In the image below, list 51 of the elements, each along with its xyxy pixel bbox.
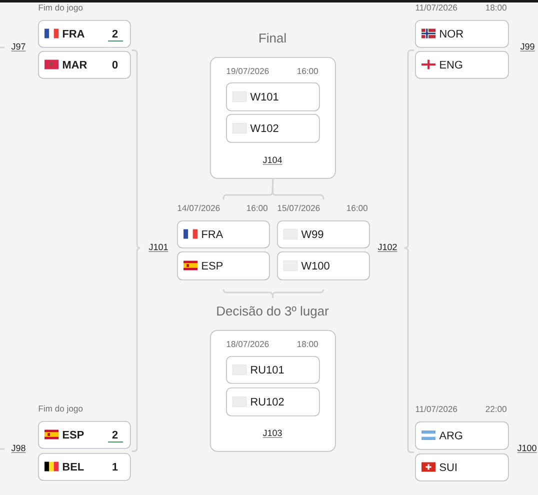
- team-box: W101: [226, 82, 320, 112]
- node-label: 16:00: [298, 68, 318, 74]
- time-label: 22:00: [486, 406, 506, 412]
- team-box: MAR 0: [38, 51, 131, 79]
- match-code: J98: [11, 444, 26, 453]
- node-label: 2: [112, 30, 118, 38]
- date-label: 11/07/2026: [416, 4, 458, 11]
- team-box: ENG: [415, 51, 509, 79]
- section-heading: Decisão do 3º lugar: [217, 306, 329, 318]
- node-label: 1: [112, 462, 118, 470]
- status-label: Fim do jogo: [38, 405, 83, 414]
- team-box: NOR: [415, 20, 509, 48]
- bracket-line: [0, 448, 5, 450]
- match-code: J99: [520, 43, 535, 52]
- team-box: RU102: [226, 388, 320, 416]
- team-box: BEL 1: [38, 453, 131, 481]
- team-box: ARG: [415, 422, 509, 450]
- time-label: 16:00: [347, 205, 368, 212]
- match-code: J97: [11, 43, 26, 52]
- bracket-line: [272, 288, 324, 298]
- team-box: ESP 2: [38, 421, 131, 449]
- bracket-line: [132, 247, 141, 452]
- match-code: J102: [378, 244, 398, 252]
- time-label: 18:00: [486, 4, 506, 11]
- node-label: 19/07/2026: [226, 68, 269, 74]
- time-label: 16:00: [247, 205, 268, 212]
- bracket-line: [272, 178, 324, 200]
- match-code: J100: [517, 444, 537, 453]
- team-box: ESP: [177, 251, 270, 280]
- node-label: 18:00: [298, 341, 318, 348]
- team-box: W100: [277, 251, 370, 280]
- node-label: 18/07/2026: [226, 340, 269, 348]
- team-box: FRA: [177, 220, 270, 248]
- team-box: W102: [226, 114, 320, 143]
- date-label: 14/07/2026: [178, 204, 220, 212]
- team-box: RU101: [226, 356, 320, 384]
- node-label: J104: [262, 156, 282, 164]
- node-label: ESP: [62, 430, 84, 439]
- section-heading: Final: [260, 33, 286, 43]
- team-box: FRA 2: [38, 20, 131, 48]
- node-label: J103: [262, 430, 282, 436]
- match-code: J101: [148, 244, 168, 252]
- team-box: W99: [277, 220, 370, 248]
- node-label: 2: [112, 430, 118, 438]
- node-label: FRA: [62, 30, 84, 38]
- date-label: 15/07/2026: [278, 204, 320, 212]
- team-box: SUI: [415, 454, 509, 482]
- bracket-line: [0, 46, 5, 48]
- node-label: BEL: [62, 462, 84, 470]
- status-label: Fim do jogo: [38, 4, 83, 12]
- date-label: 11/07/2026: [416, 406, 458, 412]
